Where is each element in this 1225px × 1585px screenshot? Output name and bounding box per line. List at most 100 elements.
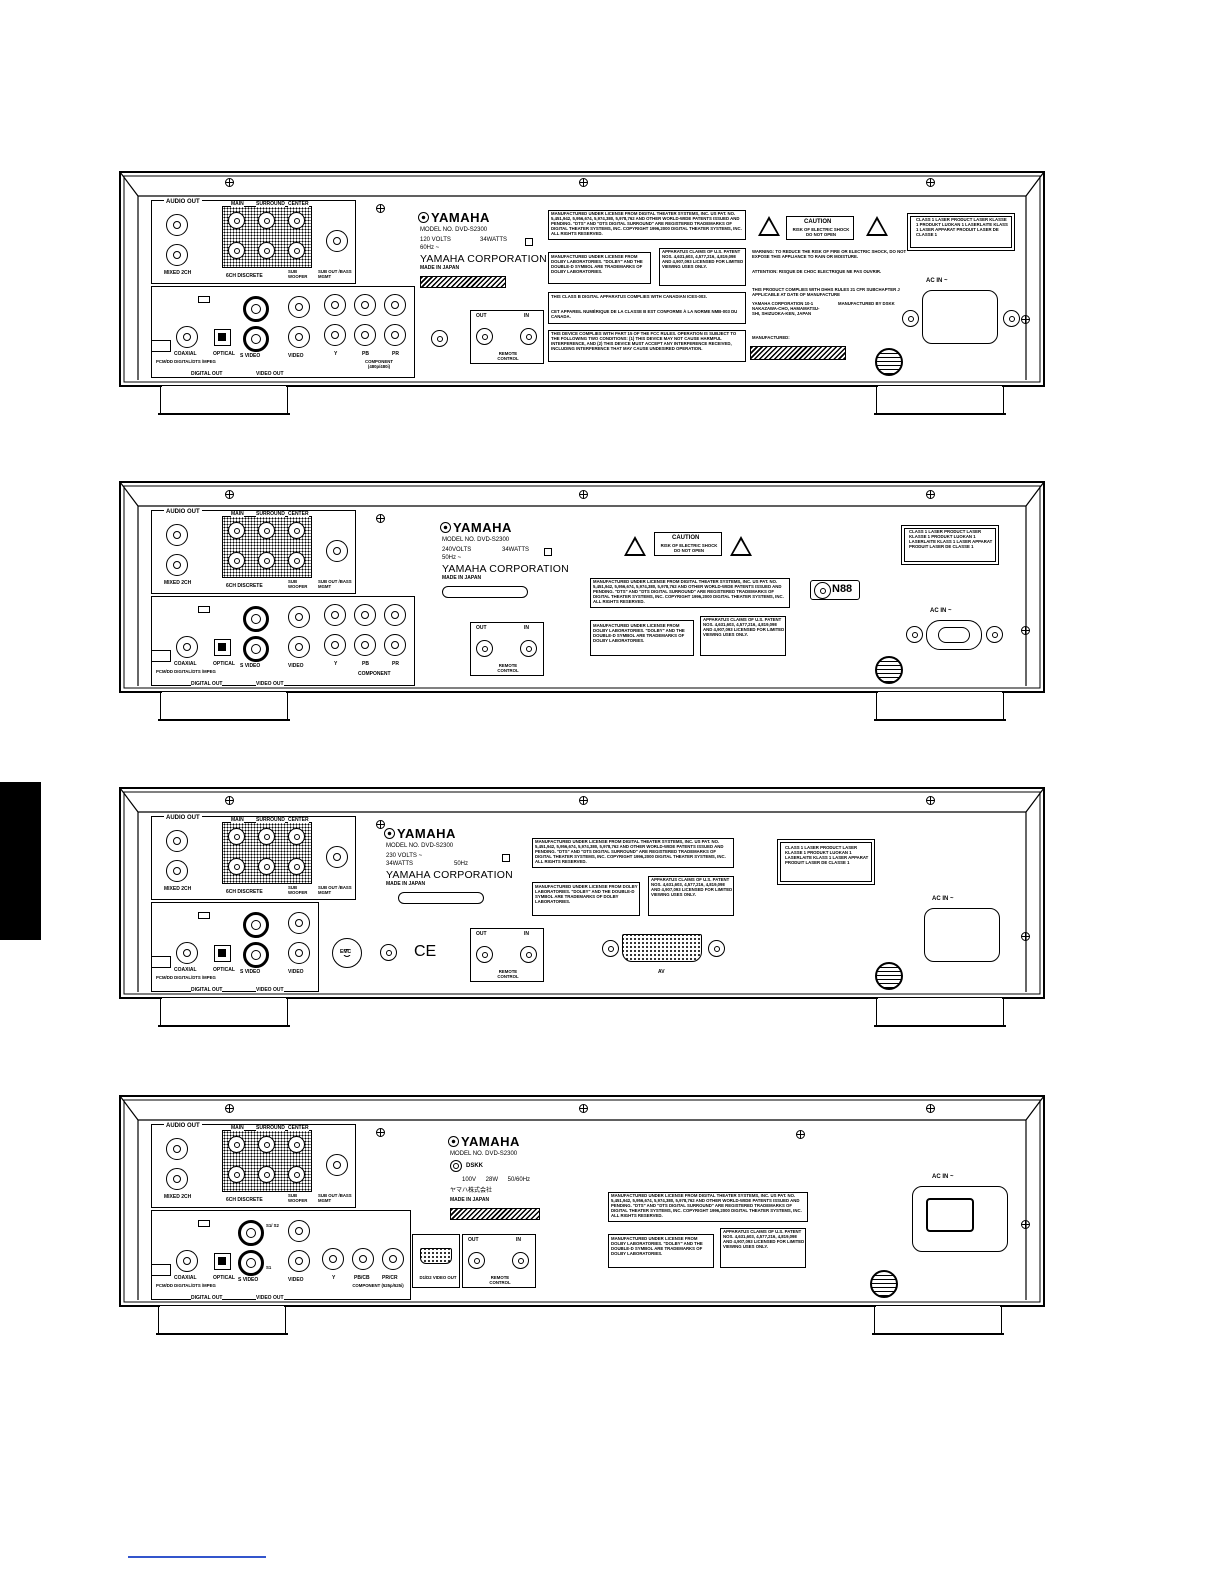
surround-l-jack[interactable] [258,828,275,845]
screw-icon [1021,932,1030,941]
scart-av-connector[interactable] [622,934,702,962]
center-jack[interactable] [288,522,305,539]
component-pb-jack[interactable] [354,324,376,346]
surround-r-jack[interactable] [258,552,275,569]
subwoofer-jack[interactable] [288,552,305,569]
subwoofer-jack[interactable] [288,1166,305,1183]
center-jack[interactable] [288,212,305,229]
s-video-2-jack[interactable] [243,636,269,662]
video-1-jack[interactable] [288,1220,310,1242]
ac-inlet[interactable] [912,1186,1008,1252]
pb-label: PB [362,661,369,667]
yamaha-logo: YAMAHA [384,826,456,841]
yamaha-logo: YAMAHA [440,520,512,535]
remote-in-jack[interactable] [520,328,537,345]
remote-in-jack[interactable] [520,640,537,657]
video-2-jack[interactable] [288,1250,310,1272]
sub-out-jack[interactable] [326,540,348,562]
mixed-2ch-jack-r[interactable] [166,554,188,576]
mixed-2ch-jack-r[interactable] [166,1168,188,1190]
sub-out-jack[interactable] [326,846,348,868]
coaxial-jack[interactable] [176,942,198,964]
remote-in-jack[interactable] [520,946,537,963]
video-2-jack[interactable] [288,326,310,348]
optical-port[interactable] [214,639,231,656]
remote-out-jack[interactable] [476,946,493,963]
component-y-1-jack[interactable] [324,604,346,626]
remote-out-jack[interactable] [476,328,493,345]
subwoofer-jack[interactable] [288,858,305,875]
coaxial-jack[interactable] [176,326,198,348]
surround-r-jack[interactable] [258,858,275,875]
main-r-jack[interactable] [228,242,245,259]
s-video-1-jack[interactable] [243,606,269,632]
component-pb-jack[interactable] [354,634,376,656]
main-r-jack[interactable] [228,1166,245,1183]
pcm-label: PCM/DD DIGITAL/DTS /MPEG [156,359,216,364]
s-video-1-jack[interactable] [243,296,269,322]
mixed-2ch-jack-l[interactable] [166,524,188,546]
sub-out-jack[interactable] [326,230,348,252]
ac-inlet[interactable] [924,908,1000,962]
coaxial-jack[interactable] [176,636,198,658]
mixed-2ch-jack-l[interactable] [166,214,188,236]
optical-port[interactable] [214,329,231,346]
component-pr-jack[interactable] [384,324,406,346]
center-jack[interactable] [288,828,305,845]
video-2-jack[interactable] [288,942,310,964]
subwoofer-jack[interactable] [288,242,305,259]
component-y-jack[interactable] [324,634,346,656]
d-terminal-connector[interactable] [420,1248,452,1264]
s-video-1-jack[interactable] [238,1220,264,1246]
optical-port[interactable] [214,945,231,962]
video-1-jack[interactable] [288,296,310,318]
component-y-1-jack[interactable] [324,294,346,316]
attention-notice: ATTENTION: RISQUE DE CHOC ELECTRIQUE NE … [752,269,882,274]
s-video-2-jack[interactable] [243,326,269,352]
remote-out-jack[interactable] [476,640,493,657]
footer-link-underline[interactable] [128,1556,266,1558]
sub-out-jack[interactable] [326,1154,348,1176]
component-y-jack[interactable] [324,324,346,346]
mixed-2ch-jack-r[interactable] [166,244,188,266]
surround-l-jack[interactable] [258,1136,275,1153]
main-r-jack[interactable] [228,552,245,569]
center-jack[interactable] [288,1136,305,1153]
main-l-jack[interactable] [228,828,245,845]
surround-r-jack[interactable] [258,1166,275,1183]
main-l-jack[interactable] [228,212,245,229]
remote-in-jack[interactable] [512,1252,529,1269]
s-video-2-jack[interactable] [238,1250,264,1276]
mixed-2ch-jack-l[interactable] [166,1138,188,1160]
ac-inlet[interactable] [922,290,998,344]
exclamation-warning-icon [730,536,752,556]
optical-port[interactable] [214,1253,231,1270]
s-video-1-jack[interactable] [243,912,269,938]
component-y-jack[interactable] [322,1248,344,1270]
video-2-jack[interactable] [288,636,310,658]
component-pr-1-jack[interactable] [384,294,406,316]
coaxial-jack[interactable] [176,1250,198,1272]
ac-inlet[interactable] [926,620,982,650]
surround-l-jack[interactable] [258,212,275,229]
component-pr-jack[interactable] [384,634,406,656]
remote-out-jack[interactable] [468,1252,485,1269]
component-pb-jack[interactable] [352,1248,374,1270]
panel-outline [119,787,1045,999]
component-pb-1-jack[interactable] [354,294,376,316]
main-r-jack[interactable] [228,858,245,875]
main-l-jack[interactable] [228,522,245,539]
surround-r-jack[interactable] [258,242,275,259]
mixed-2ch-label: MIXED 2CH [164,886,192,892]
component-pr-jack[interactable] [382,1248,404,1270]
mixed-2ch-jack-l[interactable] [166,830,188,852]
mixed-2ch-jack-r[interactable] [166,860,188,882]
screw-icon [796,1130,805,1139]
video-1-jack[interactable] [288,912,310,934]
s-video-2-jack[interactable] [243,942,269,968]
component-pr-1-jack[interactable] [384,604,406,626]
video-1-jack[interactable] [288,606,310,628]
component-pb-1-jack[interactable] [354,604,376,626]
main-l-jack[interactable] [228,1136,245,1153]
surround-l-jack[interactable] [258,522,275,539]
